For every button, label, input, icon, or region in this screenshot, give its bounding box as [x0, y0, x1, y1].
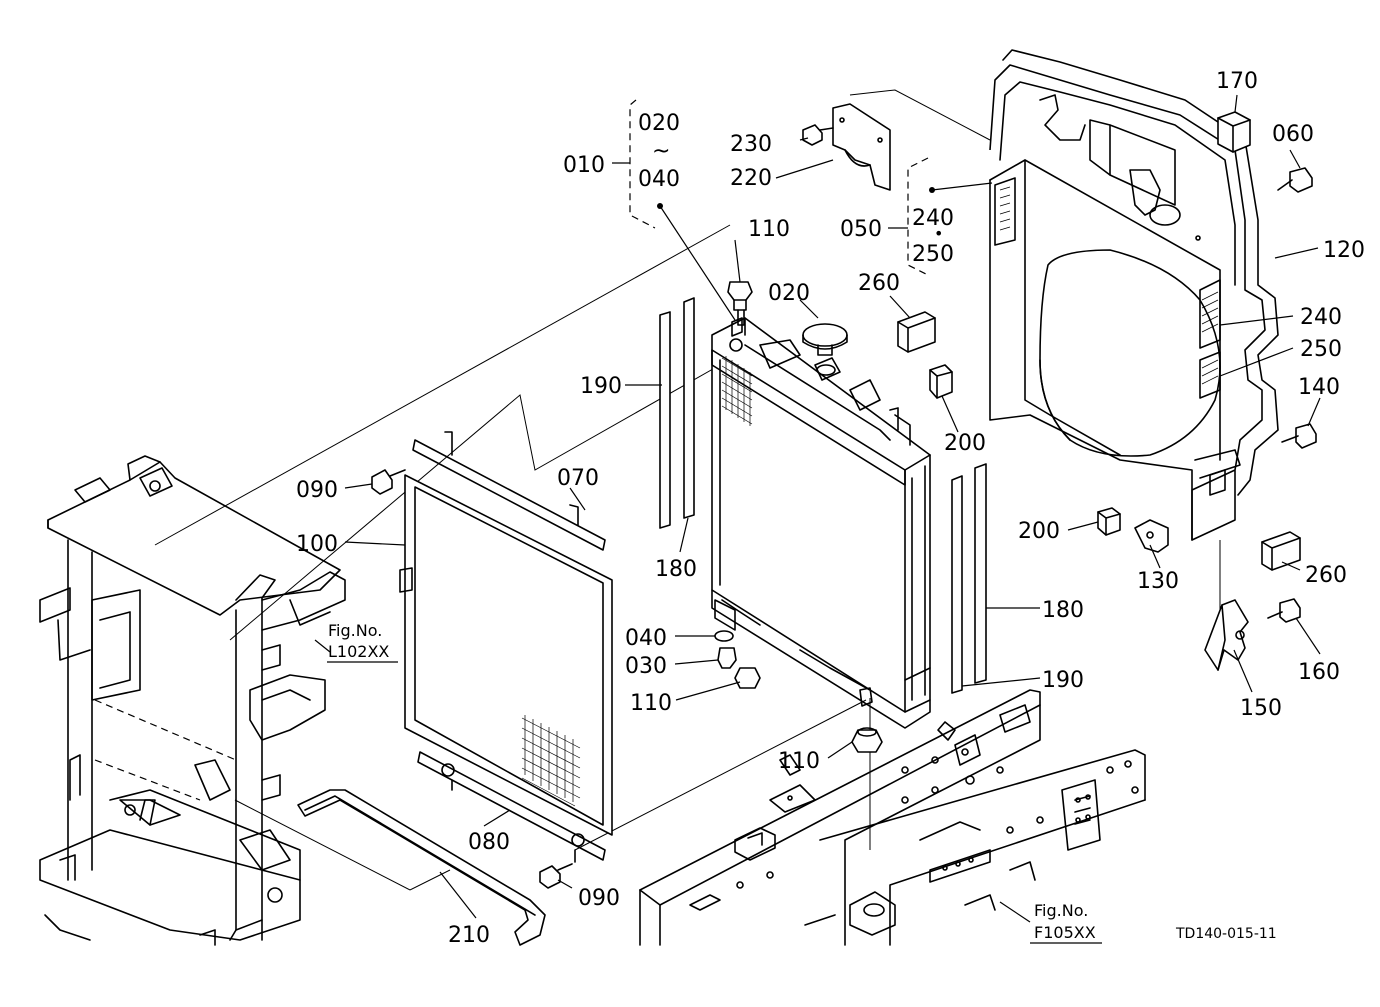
label-130: 130 — [1137, 569, 1179, 594]
label-040-range-end: 040 — [638, 167, 680, 192]
radiator-fin-hatch — [721, 356, 753, 426]
screen-mesh — [521, 715, 581, 807]
label-260-lower: 260 — [1305, 563, 1347, 588]
label-020-cap: 020 — [768, 281, 810, 306]
bolt-060 — [1277, 167, 1313, 193]
rubber-170 — [1217, 111, 1251, 153]
decal-250-side — [1199, 351, 1221, 399]
label-170: 170 — [1216, 69, 1258, 94]
label-250-range: 250 — [912, 242, 954, 267]
bolt-160 — [1267, 598, 1301, 623]
label-180-left: 180 — [655, 557, 697, 582]
label-180-right: 180 — [1042, 598, 1084, 623]
ref-f105-line1: Fig.No. — [1034, 901, 1088, 920]
label-120: 120 — [1323, 238, 1365, 263]
bolt-140 — [1281, 423, 1317, 449]
seal-strips-right — [951, 463, 987, 694]
bolt-230 — [802, 124, 834, 146]
decal-240-shroud — [994, 177, 1016, 246]
drain-plug-030 — [717, 647, 737, 669]
pipe-210 — [297, 789, 546, 946]
label-240-range: 240 — [912, 206, 954, 231]
ref-l102-line2: L102XX — [328, 642, 389, 661]
label-020-range-start: 020 — [638, 111, 680, 136]
label-140: 140 — [1298, 375, 1340, 400]
label-220: 220 — [730, 166, 772, 191]
figure-ref-f105[interactable]: Fig.No. F105XX — [1030, 901, 1102, 944]
label-260-upper: 260 — [858, 271, 900, 296]
cushion-110-top — [727, 281, 753, 326]
drawing-code: TD140-015-11 — [1175, 926, 1277, 942]
label-230: 230 — [730, 132, 772, 157]
radiator-core — [711, 317, 931, 729]
group-bracket-050 — [888, 157, 929, 276]
seal-strips-left — [659, 297, 695, 529]
label-200-upper: 200 — [944, 431, 986, 456]
group-bracket-010 — [612, 99, 656, 229]
label-150: 150 — [1240, 696, 1282, 721]
label-040-washer: 040 — [625, 626, 667, 651]
cushion-200-upper — [929, 364, 953, 399]
leader-lines — [314, 94, 1321, 923]
bolt-090-lower — [539, 863, 573, 889]
label-090-lower: 090 — [578, 886, 620, 911]
label-110-mid: 110 — [630, 691, 672, 716]
label-030: 030 — [625, 654, 667, 679]
ref-f105-line2: F105XX — [1034, 923, 1096, 942]
range-dot-240-250: • — [934, 224, 943, 243]
cushion-200-lower — [1097, 507, 1121, 536]
label-060: 060 — [1272, 122, 1314, 147]
radiator-screen — [399, 431, 613, 863]
fan-shroud — [989, 64, 1266, 541]
label-160: 160 — [1298, 660, 1340, 685]
label-110-lower: 110 — [778, 749, 820, 774]
shroud-seal — [1002, 49, 1279, 496]
label-010: 010 — [563, 153, 605, 178]
radiator-cap-020 — [802, 323, 848, 356]
label-240-side: 240 — [1300, 305, 1342, 330]
label-200-lower: 200 — [1018, 519, 1060, 544]
front-frame-assembly — [39, 455, 346, 946]
label-210: 210 — [448, 923, 490, 948]
label-080: 080 — [468, 830, 510, 855]
assembly-guide-lines — [154, 89, 1221, 891]
cushion-260-lower — [1261, 531, 1301, 571]
bracket-220 — [832, 103, 891, 191]
bracket-130 — [1134, 519, 1169, 553]
label-250-side: 250 — [1300, 337, 1342, 362]
label-110-top: 110 — [748, 217, 790, 242]
label-050: 050 — [840, 217, 882, 242]
label-100: 100 — [296, 532, 338, 557]
cushion-260-upper — [897, 311, 936, 353]
label-190-right: 190 — [1042, 668, 1084, 693]
figure-ref-l102[interactable]: Fig.No. L102XX — [327, 621, 398, 663]
cushion-110-lower — [851, 727, 883, 753]
label-090-upper: 090 — [296, 478, 338, 503]
part-labels: 010 020 ~ 040 020 040 030 050 060 070 08… — [296, 69, 1365, 948]
label-190-left: 190 — [580, 374, 622, 399]
decal-240-side — [1199, 279, 1221, 349]
washer-040 — [714, 630, 734, 642]
chassis-frame — [639, 689, 1146, 946]
range-tilde: ~ — [652, 139, 670, 164]
ref-l102-line1: Fig.No. — [328, 621, 382, 640]
stay-150 — [1204, 599, 1249, 671]
cushion-110-mid — [734, 667, 761, 689]
bolt-090-upper — [371, 469, 406, 495]
label-070: 070 — [557, 466, 599, 491]
